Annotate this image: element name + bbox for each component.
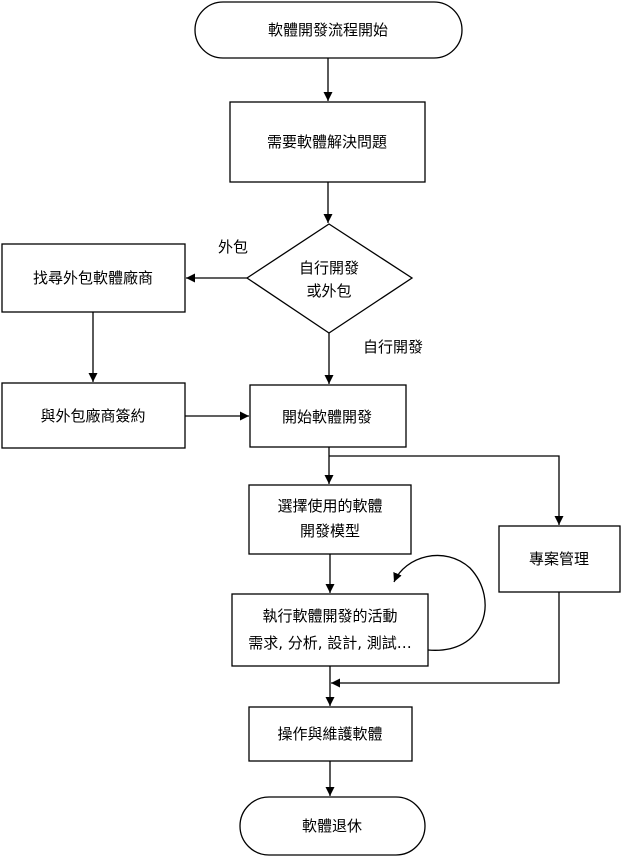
edge-label-outsource: 外包 bbox=[218, 238, 248, 256]
arrow-begin-to-project-management bbox=[329, 455, 564, 525]
execute-activities-label-line2: 需求, 分析, 設計, 測試… bbox=[248, 634, 412, 652]
find-vendor-label: 找尋外包軟體廠商 bbox=[33, 269, 153, 287]
decision-label-line1: 自行開發 bbox=[299, 259, 359, 277]
execute-activities-label-line1: 執行軟體開發的活動 bbox=[262, 607, 397, 625]
arrow-project-management-to-merge bbox=[331, 592, 560, 688]
develop-or-outsource-decision: 自行開發 或外包 bbox=[245, 223, 414, 334]
find-vendor-box: 找尋外包軟體廠商 bbox=[1, 243, 186, 313]
operate-maintain-label: 操作與維護軟體 bbox=[277, 725, 382, 743]
start-terminal: 軟體開發流程開始 bbox=[194, 1, 463, 59]
begin-development-box: 開始軟體開發 bbox=[249, 384, 407, 448]
project-management-box: 專案管理 bbox=[498, 525, 621, 593]
retire-label: 軟體退休 bbox=[302, 817, 362, 835]
select-model-label-line1: 選擇使用的軟體 bbox=[277, 497, 382, 515]
need-software-box: 需要軟體解決問題 bbox=[229, 101, 426, 183]
edge-label-self-develop: 自行開發 bbox=[363, 338, 423, 356]
sign-contract-box: 與外包廠商簽約 bbox=[1, 382, 186, 449]
need-software-label: 需要軟體解決問題 bbox=[267, 133, 387, 151]
start-label: 軟體開發流程開始 bbox=[268, 21, 388, 39]
project-management-label: 專案管理 bbox=[529, 550, 589, 568]
decision-label-line2: 或外包 bbox=[306, 282, 351, 300]
select-model-label-line2: 開發模型 bbox=[300, 522, 360, 540]
execute-activities-box: 執行軟體開發的活動 需求, 分析, 設計, 測試… bbox=[231, 593, 429, 667]
operate-maintain-box: 操作與維護軟體 bbox=[248, 706, 413, 762]
arrow-execute-loop bbox=[393, 554, 486, 651]
begin-development-label: 開始軟體開發 bbox=[282, 408, 372, 426]
select-model-box: 選擇使用的軟體 開發模型 bbox=[248, 484, 412, 555]
retire-terminal: 軟體退休 bbox=[239, 796, 426, 856]
sign-contract-label: 與外包廠商簽約 bbox=[40, 407, 145, 425]
